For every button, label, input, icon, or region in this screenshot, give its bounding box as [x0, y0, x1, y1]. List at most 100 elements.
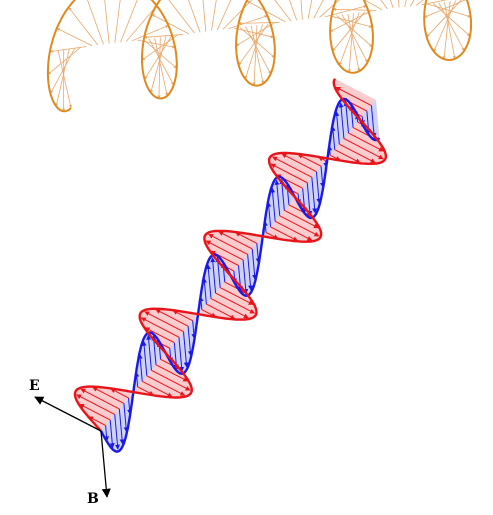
rotating-field-vector	[68, 7, 99, 46]
electric-field-region	[74, 78, 386, 432]
magnetic-field-vector	[330, 125, 336, 150]
electric-field-vector	[270, 226, 299, 242]
rotating-field-vector	[188, 0, 201, 33]
rotating-field-vector	[363, 0, 383, 11]
electric-field-vector	[297, 153, 322, 167]
magnetic-field-vector	[266, 201, 272, 227]
electric-field-fill	[74, 78, 386, 432]
electric-field-vector	[210, 250, 239, 266]
rotating-field-vector	[307, 0, 313, 19]
rotating-field-vector	[433, 0, 457, 52]
magnetic-field-vector	[141, 340, 148, 376]
rotating-field-vector	[148, 38, 175, 86]
electric-field-vector	[92, 386, 125, 404]
rotating-field-vector	[421, 0, 448, 6]
rotating-field-vector	[332, 11, 366, 52]
magnetic-field-vector	[123, 403, 129, 433]
electric-field-vector	[284, 209, 319, 229]
magnetic-field-vector	[104, 425, 110, 442]
e-axis-arrow	[34, 396, 102, 432]
rotating-field-vector	[216, 0, 232, 31]
rotating-field-vector	[398, 0, 400, 8]
rotating-field-vector	[252, 25, 258, 86]
rotating-field-vector	[336, 15, 373, 48]
rotating-field-vector	[114, 0, 121, 43]
magnetic-field-vector	[279, 178, 285, 211]
rotating-field-vector	[339, 12, 360, 66]
magnetic-field-region	[101, 98, 380, 452]
electric-field-vector	[144, 311, 184, 333]
magnetic-field-vector	[274, 179, 281, 216]
rotating-field-vector	[300, 0, 303, 20]
rotating-field-vector	[330, 15, 373, 28]
electric-field-vector	[234, 231, 258, 244]
rotating-field-vector	[415, 0, 424, 6]
magnetic-field-vector	[201, 277, 207, 305]
rotating-field-vector	[380, 0, 388, 10]
rotating-field-vector	[57, 49, 72, 109]
rotating-field-vector	[235, 22, 275, 47]
rotating-field-vector	[120, 0, 138, 43]
helix-curve	[46, 0, 473, 113]
electric-field-vector	[172, 310, 193, 322]
rotating-field-vector	[444, 1, 456, 60]
electric-field-vector	[219, 287, 254, 306]
magnetic-field-vector	[311, 177, 318, 214]
rotating-field-vector	[157, 37, 161, 99]
rotating-field-vector	[274, 0, 292, 22]
electric-field-vector	[144, 327, 175, 344]
electric-field-vector	[140, 317, 180, 338]
rotating-field-vector	[238, 23, 269, 66]
electric-field-vector	[270, 163, 308, 184]
rotating-field-vector	[49, 46, 87, 53]
rotating-field-vector	[438, 2, 465, 52]
electric-field-vector	[334, 149, 361, 164]
electric-field-vector	[343, 138, 384, 160]
rotating-field-vector	[347, 13, 361, 72]
rotating-field-vector	[211, 0, 217, 31]
magnetic-field-vector	[137, 353, 143, 382]
electric-field-curve	[73, 78, 388, 432]
rotating-field-vector	[141, 34, 178, 61]
rotating-field-vector	[104, 0, 110, 44]
magnetic-field-vector	[315, 171, 322, 204]
rotating-field-vector	[168, 0, 195, 34]
electric-field-vector	[274, 220, 313, 241]
rotating-field-vector	[56, 27, 93, 47]
rotating-field-vector	[87, 0, 104, 45]
electric-field-vector	[160, 358, 180, 370]
rotating-field-vector	[234, 27, 274, 39]
rotating-field-vector	[238, 21, 280, 25]
magnetic-field-vector	[187, 326, 193, 357]
rotating-field-vector	[289, 0, 298, 21]
electric-field-vector	[215, 292, 255, 314]
linear-wave	[73, 78, 388, 453]
electric-field-vector	[208, 233, 248, 255]
rotating-field-vector	[329, 10, 371, 32]
rotating-field-vector	[341, 14, 368, 63]
rotating-field-vector	[202, 0, 207, 32]
rotating-field-vector	[244, 24, 263, 80]
magnetic-field-vector	[242, 259, 249, 295]
rotating-field-vector	[423, 0, 467, 18]
rotating-field-vector	[426, 0, 462, 38]
electric-field-vector	[88, 416, 106, 426]
magnetic-field-curve	[99, 97, 381, 453]
electric-field-vector	[205, 240, 244, 261]
magnetic-field-vector	[343, 100, 349, 134]
rotating-field-vector	[131, 25, 169, 42]
electric-field-vectors	[76, 86, 384, 426]
rotating-field-vector	[313, 0, 324, 19]
electric-field-vector	[79, 403, 111, 421]
electric-field-vector	[146, 375, 186, 396]
electric-field-vector	[110, 388, 129, 399]
electric-field-vector	[206, 303, 236, 320]
electric-field-vector	[218, 231, 253, 250]
magnetic-field-vector	[247, 254, 253, 291]
rotating-field-vector	[409, 0, 415, 7]
rotating-field-vector	[432, 3, 471, 37]
magnetic-field-vector	[205, 264, 212, 299]
magnetic-field-vector	[118, 408, 125, 445]
magnetic-field-vector	[270, 187, 276, 222]
magnetic-field-vector	[306, 182, 313, 217]
